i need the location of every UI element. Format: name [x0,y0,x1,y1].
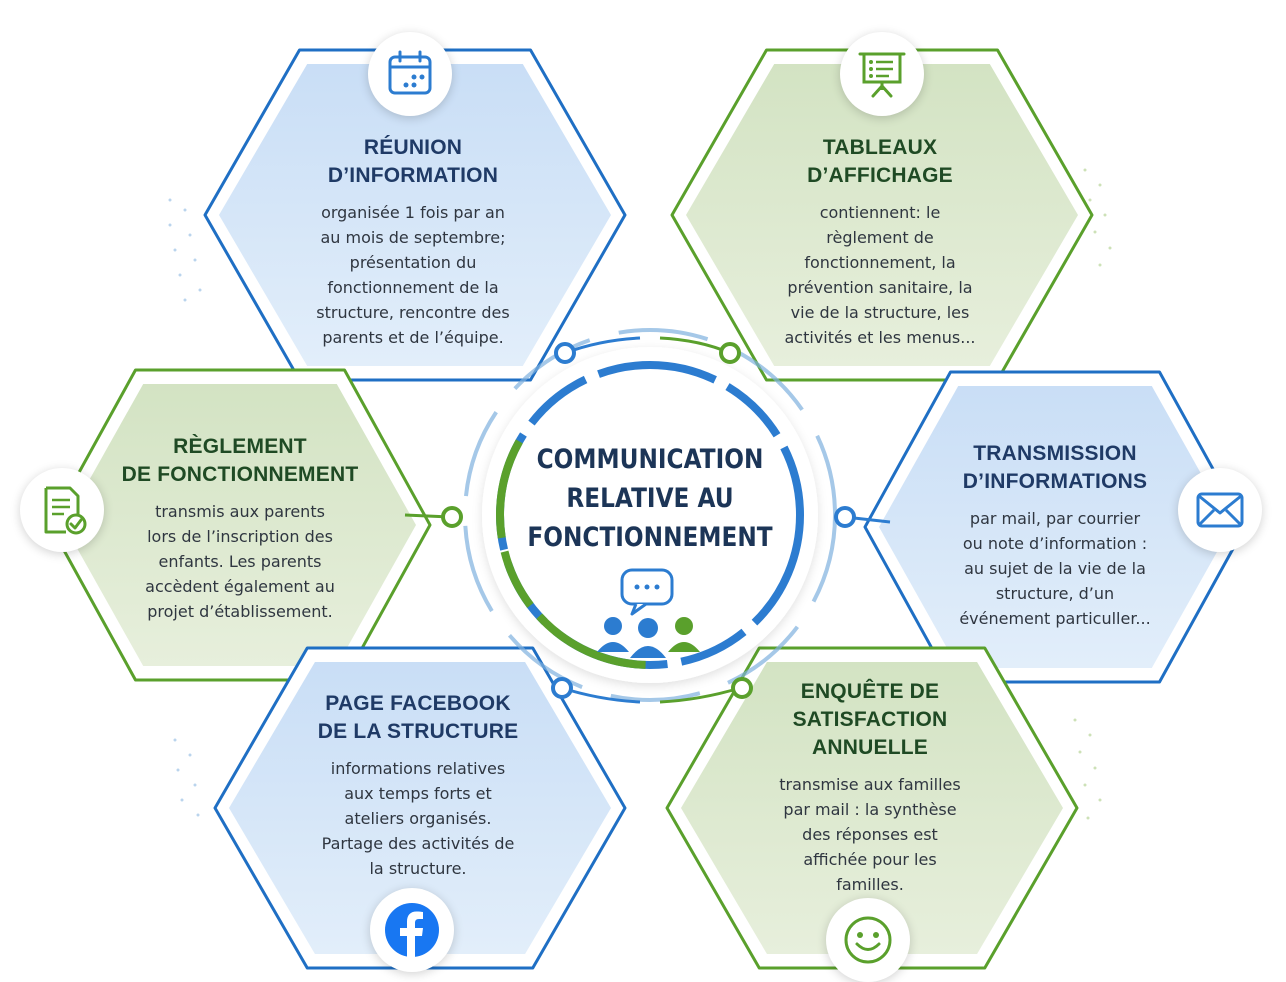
node-description: contiennent: le règlement de fonctionnem… [784,203,976,347]
calendar-icon [388,50,432,95]
center-title: COMMUNICATION RELATIVE AU FONCTIONNEMENT [527,444,773,553]
node-title: PAGE FACEBOOK DE LA STRUCTURE [317,692,519,743]
facebook-icon [385,903,439,958]
node-dot-reglement [441,506,463,528]
node-title: RÈGLEMENT DE FONCTIONNEMENT [121,435,359,486]
people-chat-icon [597,568,700,658]
node-description: transmis aux parents lors de l’inscripti… [145,502,335,621]
hexagon-fill-enquete [681,662,1063,954]
node-title: TABLEAUX D’AFFICHAGE [807,136,953,187]
hexagon-fill-tableaux [686,64,1078,366]
node-dot-enquete [731,677,753,699]
node-dot-facebook [551,677,573,699]
node-transmission: TRANSMISSION D’INFORMATIONS par mail, pa… [920,440,1190,631]
node-reglement: RÈGLEMENT DE FONCTIONNEMENT transmis aux… [110,433,370,624]
document-check-icon [44,486,87,535]
decorative-dots [168,168,1112,820]
badge-tableaux [840,32,924,116]
node-description: par mail, par courrier ou note d’informa… [959,509,1151,628]
node-description: transmise aux familles par mail : la syn… [779,775,961,894]
node-description: organisée 1 fois par an au mois de septe… [316,203,510,347]
presentation-board-icon [858,52,906,98]
badge-enquete [826,898,910,982]
node-title: ENQUÊTE DE SATISFACTION ANNUELLE [792,680,948,759]
badge-reunion [368,32,452,116]
node-dot-transmission [834,506,856,528]
node-reunion: RÉUNION D’INFORMATION organisée 1 fois p… [278,134,548,350]
hexagon-layer [48,48,1247,970]
node-title: RÉUNION D’INFORMATION [327,136,499,187]
node-facebook: PAGE FACEBOOK DE LA STRUCTURE informatio… [283,690,553,881]
badge-transmission [1178,468,1262,552]
node-dot-tableaux [719,342,741,364]
center-ring-green [496,361,804,669]
connector-dots [441,342,856,699]
mail-icon [1196,492,1244,528]
hexagon-fill-reglement [64,384,416,666]
node-enquete: ENQUÊTE DE SATISFACTION ANNUELLE transmi… [735,678,1005,897]
smiley-icon [844,916,892,964]
hexagon-fill-facebook [229,662,611,954]
node-dot-reunion [554,342,576,364]
hexagon-fill-transmission [879,386,1231,668]
hexagon-fill-reunion [219,64,611,366]
badge-reglement [20,468,104,552]
node-description: informations relatives aux temps forts e… [321,759,515,878]
node-tableaux: TABLEAUX D’AFFICHAGE contiennent: le règ… [745,134,1015,350]
connector-facebook [561,686,641,704]
node-title: TRANSMISSION D’INFORMATIONS [962,442,1148,493]
badge-facebook [370,888,454,972]
